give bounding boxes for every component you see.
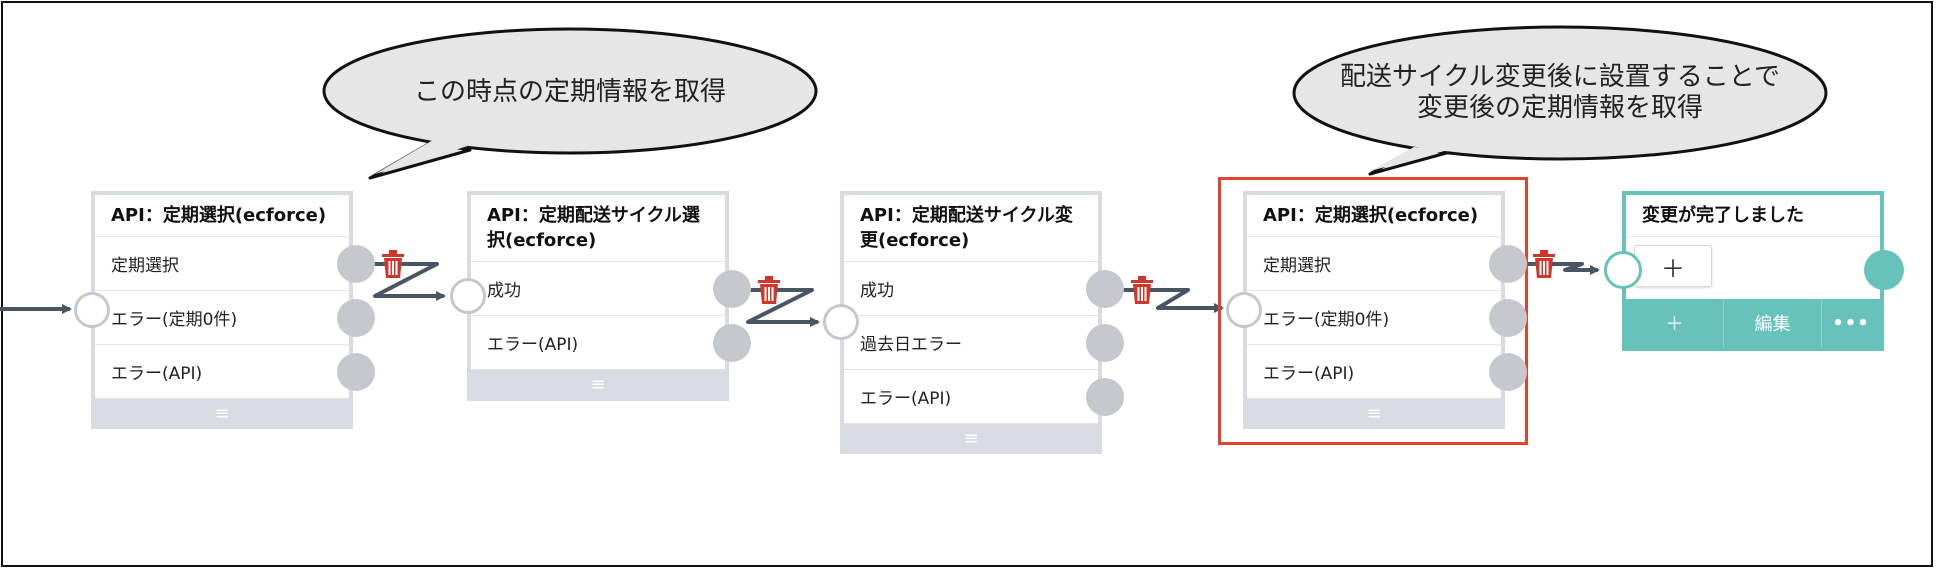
node-row-teiki-select: 定期選択 (1247, 237, 1527, 291)
node-row-error-zero: エラー(定期0件) (95, 291, 375, 345)
row-label: エラー(定期0件) (1263, 310, 1390, 330)
node-change-complete[interactable]: 変更が完了しました ＋ ＋ 編集 ••• (1622, 191, 1884, 351)
output-port[interactable] (1086, 270, 1124, 308)
input-port[interactable] (1226, 292, 1262, 328)
output-port[interactable] (1086, 324, 1124, 362)
node-title: API：定期配送サイクル選択(ecforce) (471, 195, 725, 262)
input-port[interactable] (450, 278, 486, 314)
node-menu-handle[interactable]: ≡ (1247, 399, 1501, 427)
hamburger-icon: ≡ (1366, 402, 1382, 424)
trash-icon[interactable] (1130, 276, 1154, 304)
node-body: ＋ (1626, 237, 1880, 303)
row-label: エラー(定期0件) (111, 310, 238, 330)
row-label: 過去日エラー (860, 335, 962, 355)
hamburger-icon: ≡ (963, 427, 979, 449)
node-row-error-api: エラー(API) (844, 370, 1124, 424)
node-row-error-api: エラー(API) (95, 345, 375, 399)
input-port[interactable] (1604, 251, 1642, 289)
node-row-error-api: エラー(API) (1247, 345, 1527, 399)
row-label: エラー(API) (860, 389, 952, 409)
output-port[interactable] (1864, 250, 1904, 290)
row-label: エラー(API) (487, 335, 579, 355)
node-row-error-zero: エラー(定期0件) (1247, 291, 1527, 345)
output-port[interactable] (713, 270, 751, 308)
callout-bubble-1 (322, 27, 818, 180)
node-menu-handle[interactable]: ≡ (95, 399, 349, 427)
hamburger-icon: ≡ (214, 402, 230, 424)
node-row-success: 成功 (844, 262, 1124, 316)
node-row-past-date-error: 過去日エラー (844, 316, 1124, 370)
row-label: 定期選択 (1263, 256, 1331, 276)
edit-button[interactable]: 編集 (1723, 299, 1821, 347)
node-footer-bar: ＋ 編集 ••• (1626, 299, 1880, 347)
output-port[interactable] (1489, 245, 1527, 283)
node-title: 変更が完了しました (1626, 195, 1880, 237)
node-title: API：定期選択(ecforce) (95, 195, 349, 237)
trash-icon[interactable] (381, 250, 405, 278)
output-port[interactable] (337, 299, 375, 337)
trash-icon[interactable] (757, 276, 781, 304)
node-menu-handle[interactable]: ≡ (471, 370, 725, 398)
more-options-icon[interactable]: ••• (1821, 299, 1880, 347)
node-title: API：定期配送サイクル変更(ecforce) (844, 195, 1098, 262)
row-label: エラー(API) (111, 364, 203, 384)
row-label: 成功 (487, 281, 521, 301)
highlight-box (1218, 177, 1528, 445)
callout-bubble-2 (1292, 25, 1828, 176)
footer-add-button[interactable]: ＋ (1665, 314, 1684, 335)
row-label: エラー(API) (1263, 364, 1355, 384)
output-port[interactable] (337, 353, 375, 391)
input-port[interactable] (823, 304, 859, 340)
node-teiki-select-1[interactable]: API：定期選択(ecforce) 定期選択 エラー(定期0件) エラー(API… (91, 191, 375, 429)
trash-icon[interactable] (1532, 250, 1556, 278)
output-port[interactable] (1086, 378, 1124, 416)
output-port[interactable] (713, 324, 751, 362)
callout-text-1: この時点の定期情報を取得 (413, 76, 726, 107)
node-cycle-change[interactable]: API：定期配送サイクル変更(ecforce) 成功 過去日エラー エラー(AP… (840, 191, 1124, 454)
node-row-success: 成功 (471, 262, 751, 316)
callout-text-2: 配送サイクル変更後に設置することで 変更後の定期情報を取得 (1340, 62, 1780, 123)
node-title: API：定期選択(ecforce) (1247, 195, 1501, 237)
row-label: 定期選択 (111, 256, 179, 276)
node-teiki-select-2[interactable]: API：定期選択(ecforce) 定期選択 エラー(定期0件) エラー(API… (1243, 191, 1527, 429)
node-menu-handle[interactable]: ≡ (844, 424, 1098, 452)
add-button[interactable]: ＋ (1634, 245, 1712, 287)
input-port[interactable] (74, 292, 110, 328)
node-row-teiki-select: 定期選択 (95, 237, 375, 291)
output-port[interactable] (1489, 353, 1527, 391)
row-label: 成功 (860, 281, 894, 301)
output-port[interactable] (337, 245, 375, 283)
hamburger-icon: ≡ (590, 373, 606, 395)
output-port[interactable] (1489, 299, 1527, 337)
node-cycle-select[interactable]: API：定期配送サイクル選択(ecforce) 成功 エラー(API) ≡ (467, 191, 751, 401)
node-row-error-api: エラー(API) (471, 316, 751, 370)
